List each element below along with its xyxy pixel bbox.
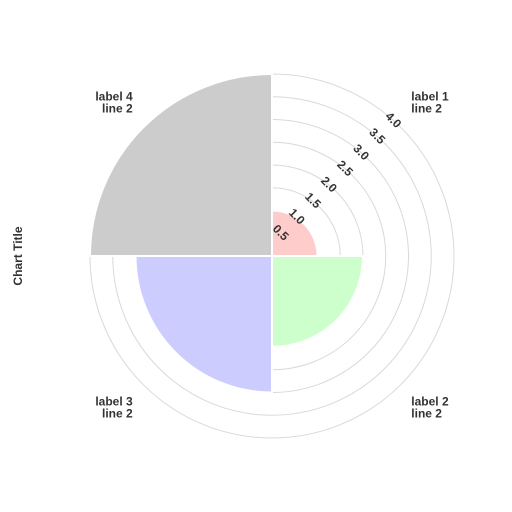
sector-2 xyxy=(271,255,365,349)
sector-1 xyxy=(271,209,319,257)
sector-4 xyxy=(88,72,273,257)
radial-axis-ticks: 0.51.01.52.02.53.03.54.0 xyxy=(270,109,405,244)
chart-title: Chart Title xyxy=(11,226,25,285)
sector-3 xyxy=(134,255,273,394)
sectors xyxy=(88,72,365,394)
